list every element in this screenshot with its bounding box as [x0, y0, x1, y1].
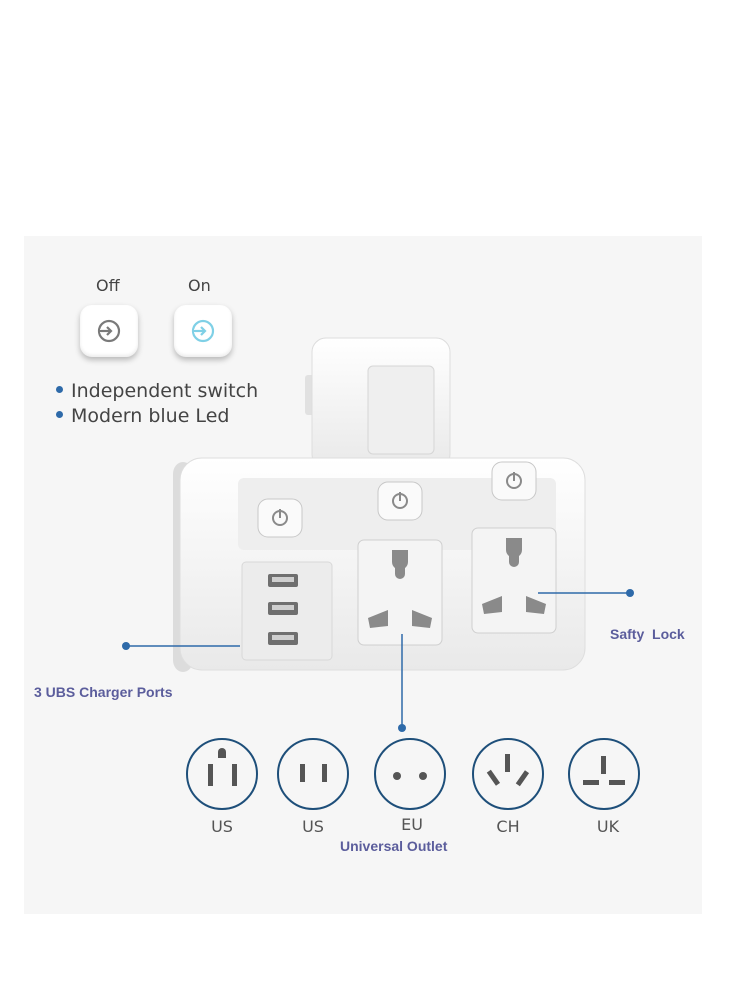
device-switch-2	[377, 481, 423, 521]
device-switch-3	[491, 461, 537, 501]
feature-blue-led: Modern blue Led	[56, 405, 229, 427]
plug-us-icon	[186, 738, 258, 810]
power-off-icon	[97, 319, 121, 343]
callout-universal-outlet	[398, 634, 406, 732]
off-label: Off	[96, 276, 120, 295]
callout-safety-lock	[538, 589, 634, 597]
feature-independent-switch: Independent switch	[56, 380, 258, 402]
outlet-type-us-1: US	[211, 817, 233, 836]
device-switch-1	[257, 498, 303, 538]
universal-outlet-label: Universal Outlet	[340, 838, 448, 854]
outlet-type-ch: CH	[496, 817, 520, 836]
power-on-icon	[191, 319, 215, 343]
outlet-type-uk: UK	[596, 817, 620, 836]
usb-port-icon	[268, 574, 298, 645]
bullet-dot	[56, 411, 63, 418]
plug-ch-icon	[472, 738, 544, 810]
on-label: On	[188, 276, 211, 295]
safety-lock-label: Safty Lock	[610, 626, 685, 642]
outlet-type-eu: EU	[401, 815, 423, 834]
off-switch-demo	[80, 305, 138, 357]
plug-us-icon	[277, 738, 349, 810]
usb-ports-label: 3 UBS Charger Ports	[34, 684, 173, 700]
plug-uk-icon	[568, 738, 640, 810]
outlet-type-us-2: US	[302, 817, 324, 836]
on-switch-demo	[174, 305, 232, 357]
bullet-dot	[56, 386, 63, 393]
plug-eu-icon	[374, 738, 446, 810]
callout-usb-ports	[122, 642, 240, 650]
